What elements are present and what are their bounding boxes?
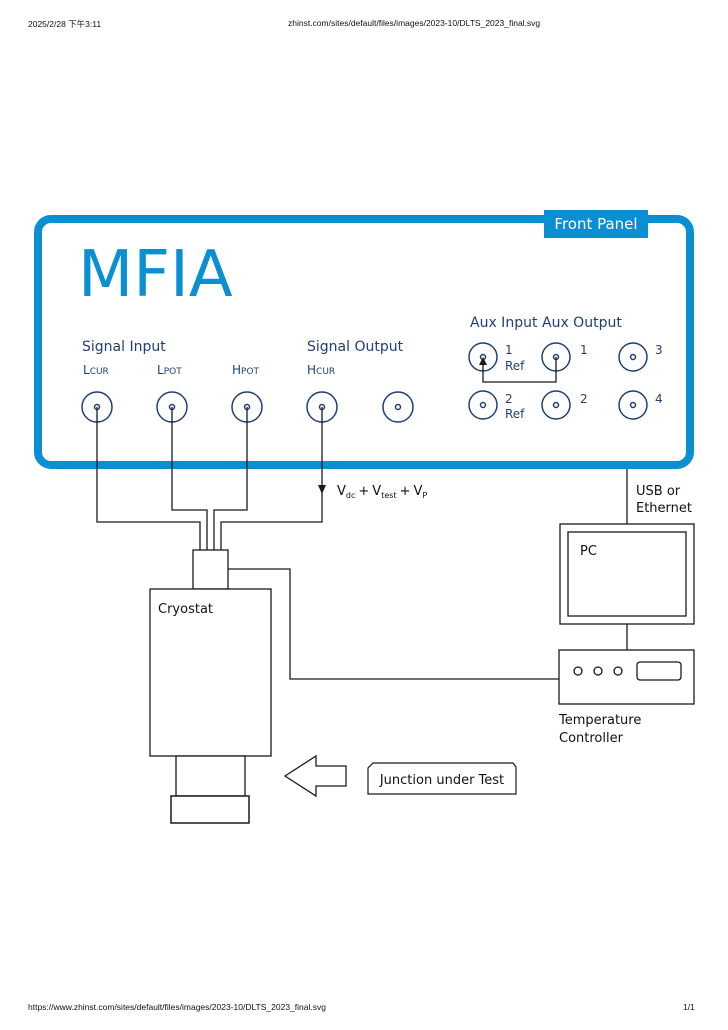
connector-4-number: 4 [655,392,663,406]
aux-output-2-connector [541,390,571,420]
voltage-label: Vdc+Vtest+VP [337,484,427,500]
connector-3 [618,342,648,372]
cryostat-connector-block [192,549,229,590]
controller-knob-1 [573,666,583,676]
ref-arrowhead [479,357,487,365]
lpot-label: LPOT [157,363,182,377]
controller-knob-3 [613,666,623,676]
hcur-cable [220,407,323,550]
cryostat-label: Cryostat [158,602,213,617]
print-header-title: zhinst.com/sites/default/files/images/20… [288,18,541,28]
temp-label-line1: Temperature [558,713,641,728]
pc-screen [567,531,687,617]
usb-label-line1: USB or [636,484,681,499]
signal-input-label: Signal Input [82,339,166,355]
aux-input-2-connector [468,390,498,420]
hcur-arrowhead [318,485,326,494]
lcur-label: LCUR [83,363,109,377]
temperature-controller [558,649,695,705]
aux-in-2-ref: Ref [505,407,525,421]
hpot-cable [213,407,248,550]
aux-in-1-ref: Ref [505,359,525,373]
front-panel-tab-label: Front Panel [554,215,637,233]
temperature-cable [228,568,559,680]
controller-knob-2 [593,666,603,676]
aux-input-2-pin [479,401,487,409]
hcur-label: HCUR [307,363,335,377]
usb-label-line2: Ethernet [636,501,692,516]
cryostat-body [149,588,272,757]
signal-output-label: Signal Output [307,339,404,355]
connector-3-pin [629,353,637,361]
front-panel-tab [544,210,648,238]
connector-4 [618,390,648,420]
aux-input-label: Aux Input [470,315,538,331]
signal-output-connector-pin [394,403,402,411]
lpot-cable [171,407,208,550]
pc-label: PC [580,544,597,559]
connector-3-number: 3 [655,343,663,357]
signal-output-connector [382,391,414,423]
print-footer-url: https://www.zhinst.com/sites/default/fil… [28,1002,326,1012]
lcur-cable [96,407,201,550]
aux-in-1-number: 1 [505,343,513,357]
junction-arrow [283,754,347,798]
cryostat-base [170,795,250,824]
hpot-label: HPOT [232,363,260,377]
aux-out-1-number: 1 [580,343,588,357]
cryostat-stem [175,755,246,797]
aux-output-2-pin [552,401,560,409]
print-header-datetime: 2025/2/28 下午3:11 [28,19,102,29]
mfia-brand: MFIA [78,238,233,312]
junction-label: Junction under Test [379,773,504,788]
aux-out-2-number: 2 [580,392,588,406]
connector-4-pin [629,401,637,409]
aux-output-label: Aux Output [542,315,622,331]
controller-display [636,661,682,681]
ref-link-line [482,357,557,383]
mfia-front-panel [34,215,694,469]
aux-in-2-number: 2 [505,392,513,406]
junction-label-box [367,762,517,795]
temp-label-line2: Controller [559,731,624,746]
print-footer-page: 1/1 [683,1002,695,1012]
